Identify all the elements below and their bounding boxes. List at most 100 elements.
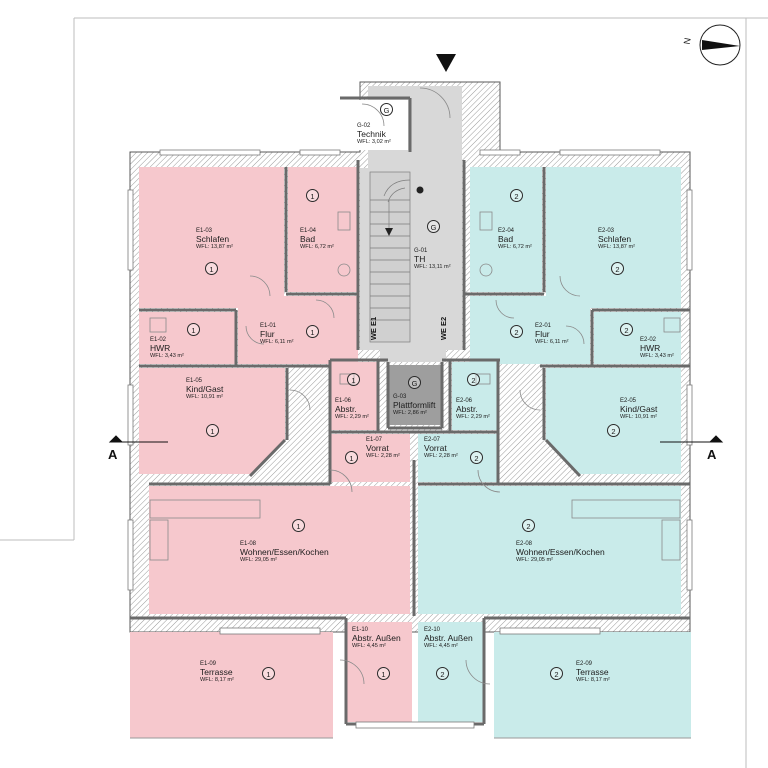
room-area: WFL: 3,43 m² [640,352,674,359]
badge-e106: 1 [347,373,360,386]
badge-e208: 2 [522,519,535,532]
fill-g03 [389,365,441,425]
room-name: Plattformlift [393,399,436,410]
fill-e104 [288,167,358,292]
room-name: Abstr. [456,403,478,414]
room-code: E1-03 [196,228,213,234]
room-code: E2-03 [598,228,615,234]
fill-e210 [418,622,484,722]
fill-e202 [594,312,681,364]
room-code: E1-10 [352,627,369,633]
room-code: G-01 [414,248,428,254]
room-name: Wohnen/Essen/Kochen [240,546,329,557]
unit-label-we1: WE E1 [369,316,379,341]
fill-e207 [418,434,498,482]
fill-e203 [546,167,681,308]
fixtures [149,211,681,561]
room-name: Schlafen [598,233,632,244]
room-name: HWR [640,342,661,353]
room-area: WFL: 13,87 m² [598,243,635,250]
room-area: WFL: 6,72 m² [300,243,334,250]
room-name: Schlafen [196,233,230,244]
room-code: G-02 [357,123,371,129]
room-name: HWR [150,342,171,353]
room-name: TH [414,253,426,264]
room-code: E1-08 [240,541,257,547]
staircase [369,171,424,343]
fill-e205 [546,368,681,474]
badge-e203: 2 [611,262,624,275]
room-area: WFL: 29,05 m² [516,556,553,563]
door-swings [245,87,585,685]
room-name: Abstr. [335,403,357,414]
badge-e210: 2 [436,667,449,680]
room-name: Kind/Gast [186,383,224,394]
room-area: WFL: 6,72 m² [498,243,532,250]
fill-e201 [470,296,590,364]
room-area: WFL: 8,17 m² [200,676,234,683]
fill-e209 [494,632,691,738]
room-code: G-03 [393,394,407,400]
room-name: Technik [357,128,386,139]
room-area: WFL: 13,11 m² [414,263,451,270]
fill-e103 [139,167,284,308]
section-mark-left: A [108,447,118,462]
room-code: E1-04 [300,228,317,234]
badge-g02: G [380,103,393,116]
fill-e101 [238,296,358,364]
room-name: Flur [260,328,275,339]
room-code: E2-06 [456,398,473,404]
room-name: Abstr. Außen [424,632,473,643]
room-area: WFL: 10,91 m² [186,393,223,400]
room-area: WFL: 2,29 m² [335,413,369,420]
room-code: E2-09 [576,661,593,667]
room-area: WFL: 2,28 m² [366,452,400,459]
room-area: WFL: 10,91 m² [620,413,657,420]
room-area: WFL: 29,05 m² [240,556,277,563]
room-code: E2-01 [535,323,552,329]
room-code: E1-05 [186,378,203,384]
north-compass [699,24,741,66]
room-area: WFL: 2,29 m² [456,413,490,420]
room-area: WFL: 2,86 m² [393,409,427,416]
sheet-frame [0,17,768,768]
room-area: WFL: 13,87 m² [196,243,233,250]
room-name: Terrasse [576,666,609,677]
entrance-arrow [436,54,456,72]
room-code: E1-07 [366,437,383,443]
room-code: E2-04 [498,228,515,234]
badge-g03: G [408,376,421,389]
room-name: Kind/Gast [620,403,658,414]
badge-e101: 1 [306,325,319,338]
room-name: Terrasse [200,666,233,677]
room-area: WFL: 2,28 m² [424,452,458,459]
room-name: Vorrat [424,442,447,453]
interior-walls [130,96,690,726]
section-lines [108,435,724,443]
badge-e201: 2 [510,325,523,338]
unit-label-we2: WE E2 [439,316,449,341]
room-code: E1-02 [150,337,167,343]
room-name: Bad [498,233,514,244]
room-name: Abstr. Außen [352,632,401,643]
room-name: Vorrat [366,442,389,453]
room-area: WFL: 6,11 m² [535,338,569,345]
badge-e109: 1 [262,667,275,680]
badge-e108: 1 [292,519,305,532]
badge-e209: 2 [550,667,563,680]
fill-e204 [470,167,542,292]
